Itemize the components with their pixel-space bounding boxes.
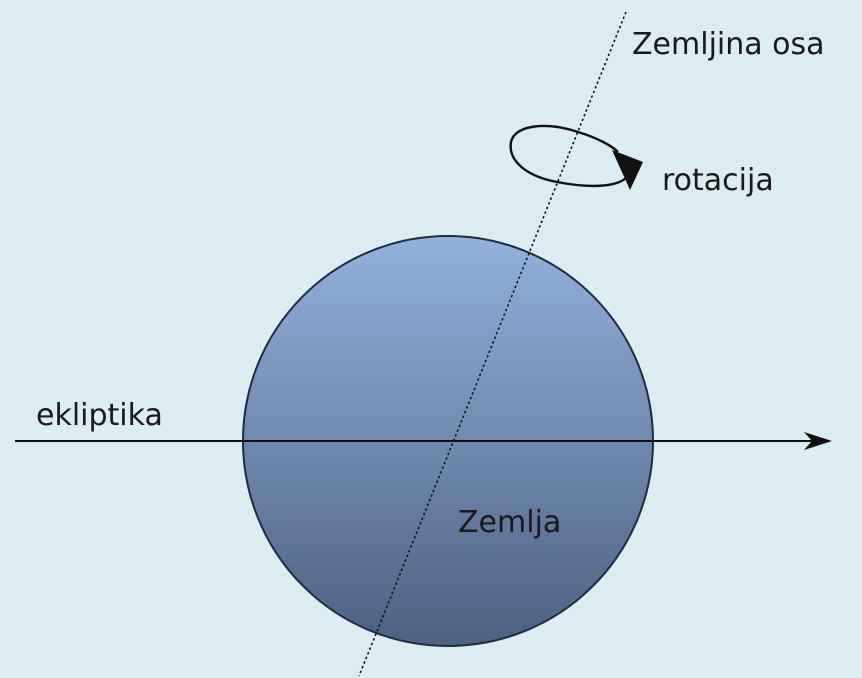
earth-label: Zemlja [458,505,561,540]
ecliptic-arrowhead [804,432,832,450]
ecliptic-label: ekliptika [36,398,163,433]
earth-axis-line [358,11,627,677]
rotation-arrow-icon [612,150,643,190]
rotation-ellipse [509,124,629,188]
axis-label: Zemljina osa [632,27,825,62]
rotation-label: rotacija [662,163,774,198]
